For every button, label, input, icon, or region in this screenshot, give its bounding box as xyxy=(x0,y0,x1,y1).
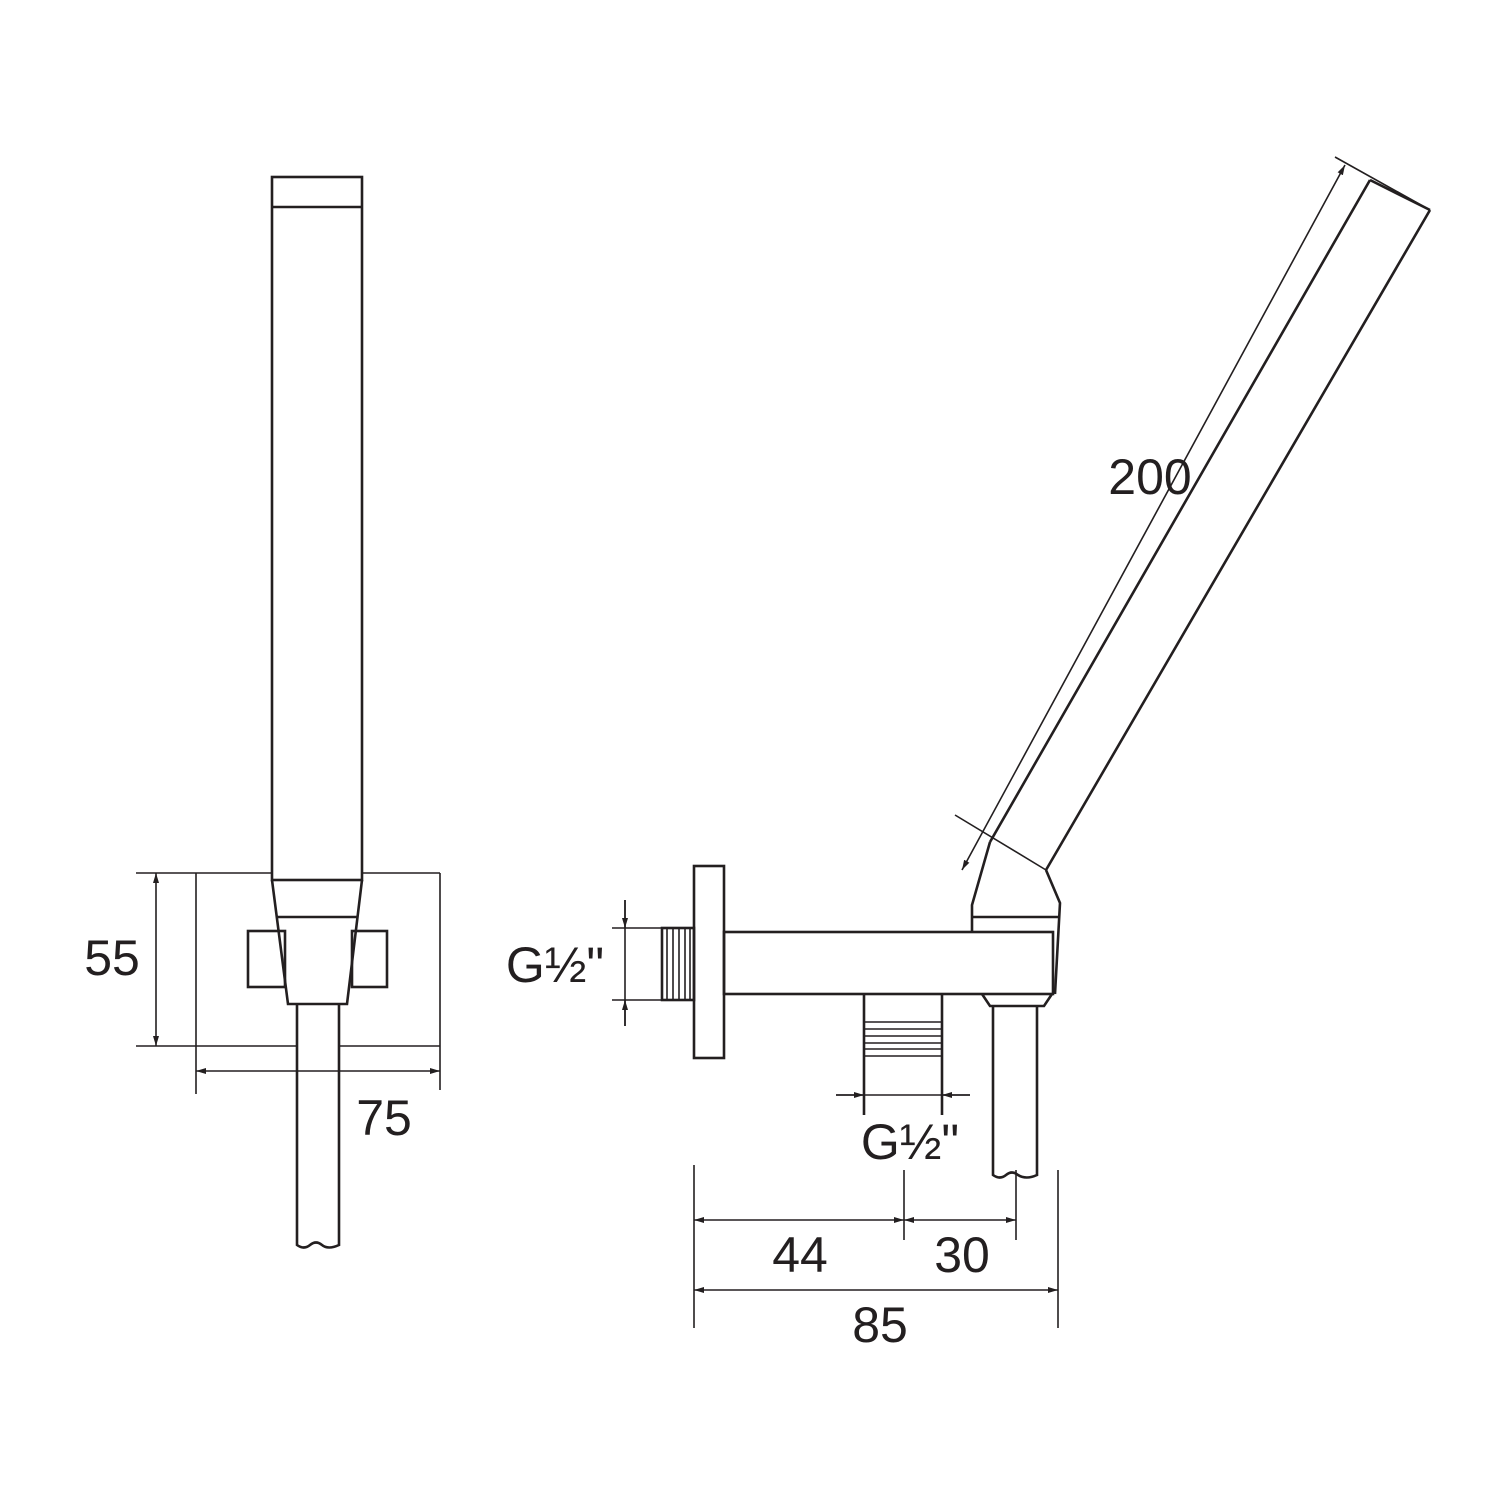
dimension-200-line xyxy=(961,164,1346,871)
hand-shower-handle-angled xyxy=(988,178,1432,871)
wall-thread-lines xyxy=(666,928,691,1000)
width-label: 75 xyxy=(356,1090,412,1146)
outlet-thread-lines xyxy=(864,1021,942,1057)
outlet-thread-label: G½" xyxy=(861,1114,959,1170)
dim-30-label: 30 xyxy=(934,1227,990,1283)
holder-bracket-right xyxy=(350,929,389,989)
outlet xyxy=(862,994,944,1115)
wall-thread-label: G½" xyxy=(506,937,604,993)
dimension-depths: 44 30 85 xyxy=(693,1165,1059,1353)
dimension-wall-thread: G½" xyxy=(506,900,662,1026)
wall-thread xyxy=(660,926,696,1002)
holder-cone xyxy=(270,879,364,1006)
dimension-55: 55 xyxy=(84,872,440,1047)
holder-bracket-left xyxy=(246,929,287,989)
handle-length-label: 200 xyxy=(1108,449,1191,505)
dim-44-label: 44 xyxy=(772,1227,828,1283)
dim-85-label: 85 xyxy=(852,1297,908,1353)
hose xyxy=(295,1004,341,1249)
dimension-75: 75 xyxy=(195,873,441,1146)
dimension-outlet-thread: G½" xyxy=(836,1092,970,1170)
wall-flange xyxy=(692,864,726,1060)
hose-collar xyxy=(980,993,1054,1008)
hand-shower-handle xyxy=(270,175,364,882)
hose xyxy=(991,1006,1039,1179)
side-view: 200 G½" G½" 44 30 85 xyxy=(506,156,1432,1353)
front-view: 55 75 xyxy=(84,175,441,1249)
arm xyxy=(722,930,1055,996)
height-label: 55 xyxy=(84,930,140,986)
